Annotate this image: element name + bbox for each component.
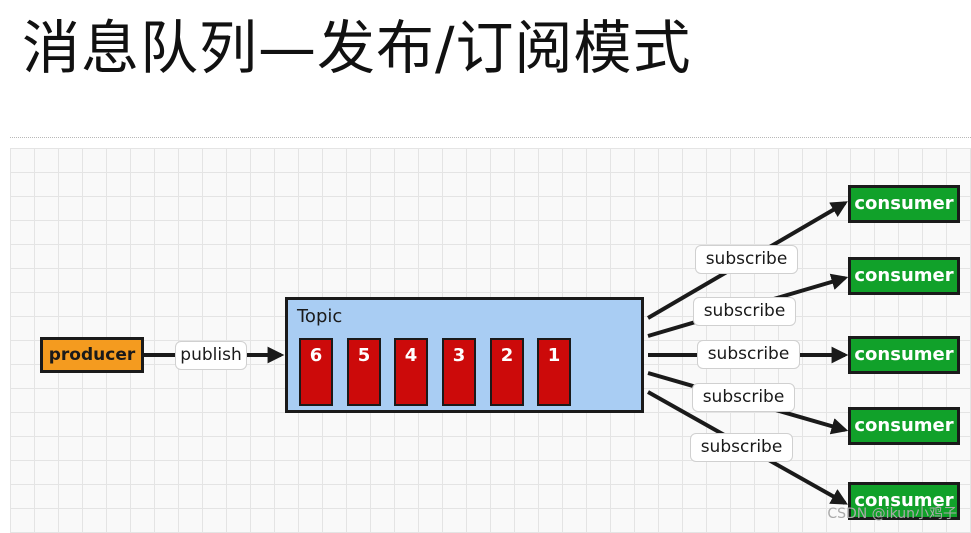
producer-node: producer: [40, 337, 144, 373]
message-box: 5: [347, 338, 381, 406]
subscribe-label-3: subscribe: [697, 340, 800, 369]
consumer-node-1: consumer: [848, 185, 960, 223]
watermark: CSDN @ikun小鸡子: [827, 506, 957, 522]
subscribe-label-4: subscribe: [692, 383, 795, 412]
consumer-node-5: consumer: [848, 482, 960, 520]
message-box: 2: [490, 338, 524, 406]
message-box: 4: [394, 338, 428, 406]
page-title: 消息队列—发布/订阅模式: [22, 14, 692, 82]
consumer-node-4: consumer: [848, 407, 960, 445]
publish-label: publish: [175, 341, 247, 370]
diagram-canvas: [10, 148, 971, 533]
subscribe-label-2: subscribe: [693, 297, 796, 326]
topic-node: Topic 6 5 4 3 2 1: [285, 297, 644, 413]
subscribe-label-5: subscribe: [690, 433, 793, 462]
message-box: 1: [537, 338, 571, 406]
subscribe-label-1: subscribe: [695, 245, 798, 274]
consumer-node-2: consumer: [848, 257, 960, 295]
message-box: 3: [442, 338, 476, 406]
topic-label: Topic: [297, 306, 343, 327]
divider: [10, 137, 971, 139]
message-box: 6: [299, 338, 333, 406]
consumer-node-3: consumer: [848, 336, 960, 374]
